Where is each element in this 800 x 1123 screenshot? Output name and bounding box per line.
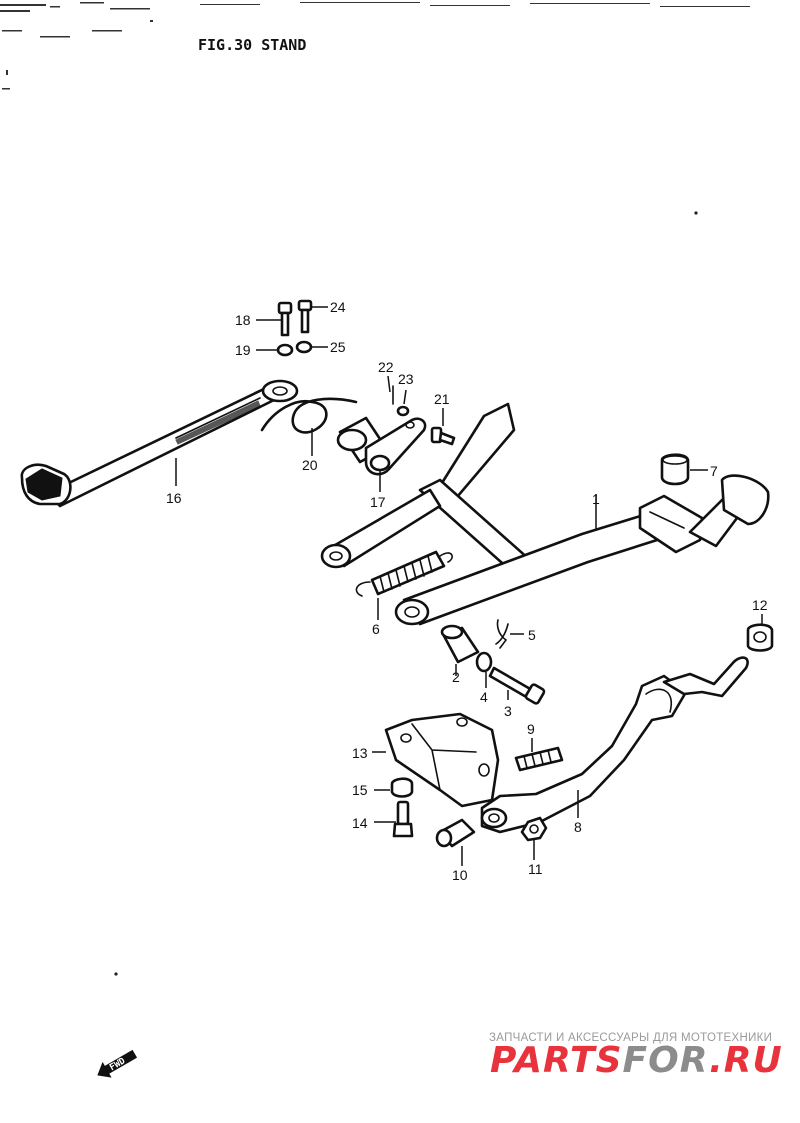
callout-25: 25: [330, 339, 346, 355]
callout-17: 17: [370, 494, 386, 510]
watermark-brand-ru: .RU: [709, 1040, 783, 1081]
callout-11: 11: [528, 861, 543, 877]
scan-noise: [0, 2, 750, 90]
callout-9: 9: [527, 721, 535, 737]
callout-3: 3: [504, 703, 512, 719]
watermark-tagline: ЗАПЧАСТИ И АКСЕССУАРЫ ДЛЯ МОТОТЕХНИКИ: [489, 1032, 772, 1044]
callout-labels: 18 19 24 25 20 16 22 23 17 21 1 7 6 5 2 …: [166, 299, 768, 883]
watermark: ЗАПЧАСТИ И АКСЕССУАРЫ ДЛЯ МОТОТЕХНИКИ PA…: [489, 1032, 783, 1081]
callout-2: 2: [452, 669, 460, 685]
callout-5: 5: [528, 627, 536, 643]
part-13-bracket: [384, 712, 500, 808]
figure-title: FIG.30 STAND: [198, 36, 306, 54]
part-15-washer: [390, 777, 414, 798]
callout-10: 10: [452, 867, 468, 883]
callout-7: 7: [710, 463, 718, 479]
part-6-spring: [355, 550, 453, 597]
callout-18: 18: [235, 312, 251, 328]
svg-text:PARTSFOR.RU: PARTSFOR.RU: [490, 1040, 783, 1081]
part-25-washer: [295, 340, 313, 354]
part-23-washer: [396, 405, 410, 417]
part-10-bolt: [435, 818, 476, 848]
callout-15: 15: [352, 782, 368, 798]
callout-22: 22: [378, 359, 394, 375]
part-24-bolt: [297, 299, 313, 334]
part-3-bolt: [488, 666, 546, 705]
part-1-stand: [320, 402, 770, 626]
callout-23: 23: [398, 371, 414, 387]
part-14-bolt: [392, 800, 414, 838]
callout-21: 21: [434, 391, 450, 407]
callout-1: 1: [592, 491, 600, 507]
part-2-collar: [440, 624, 480, 664]
part-18-bolt: [277, 301, 293, 337]
callout-14: 14: [352, 815, 368, 831]
watermark-brand-for: FOR: [623, 1040, 710, 1081]
part-5-pin: [495, 619, 509, 649]
part-11-nut: [520, 816, 548, 842]
part-17-link: [336, 416, 427, 476]
part-19-washer: [276, 343, 294, 357]
watermark-brand-parts: PARTS: [490, 1040, 623, 1081]
forward-arrow-icon: FWD: [97, 1049, 138, 1078]
part-12-cap: [746, 623, 774, 652]
part-4-washer: [475, 651, 493, 673]
part-21-bolt: [430, 426, 456, 446]
callout-8: 8: [574, 819, 582, 835]
part-7-stopper: [660, 453, 690, 486]
part-9-spring: [514, 746, 564, 772]
callout-6: 6: [372, 621, 380, 637]
callout-12: 12: [752, 597, 768, 613]
callout-19: 19: [235, 342, 251, 358]
callout-13: 13: [352, 745, 368, 761]
part-16-pedal: [20, 379, 299, 508]
part-20-spring: [260, 397, 358, 434]
callout-24: 24: [330, 299, 346, 315]
callout-20: 20: [302, 457, 318, 473]
callout-16: 16: [166, 490, 182, 506]
callout-4: 4: [480, 689, 488, 705]
leader-lines: [175, 306, 763, 866]
